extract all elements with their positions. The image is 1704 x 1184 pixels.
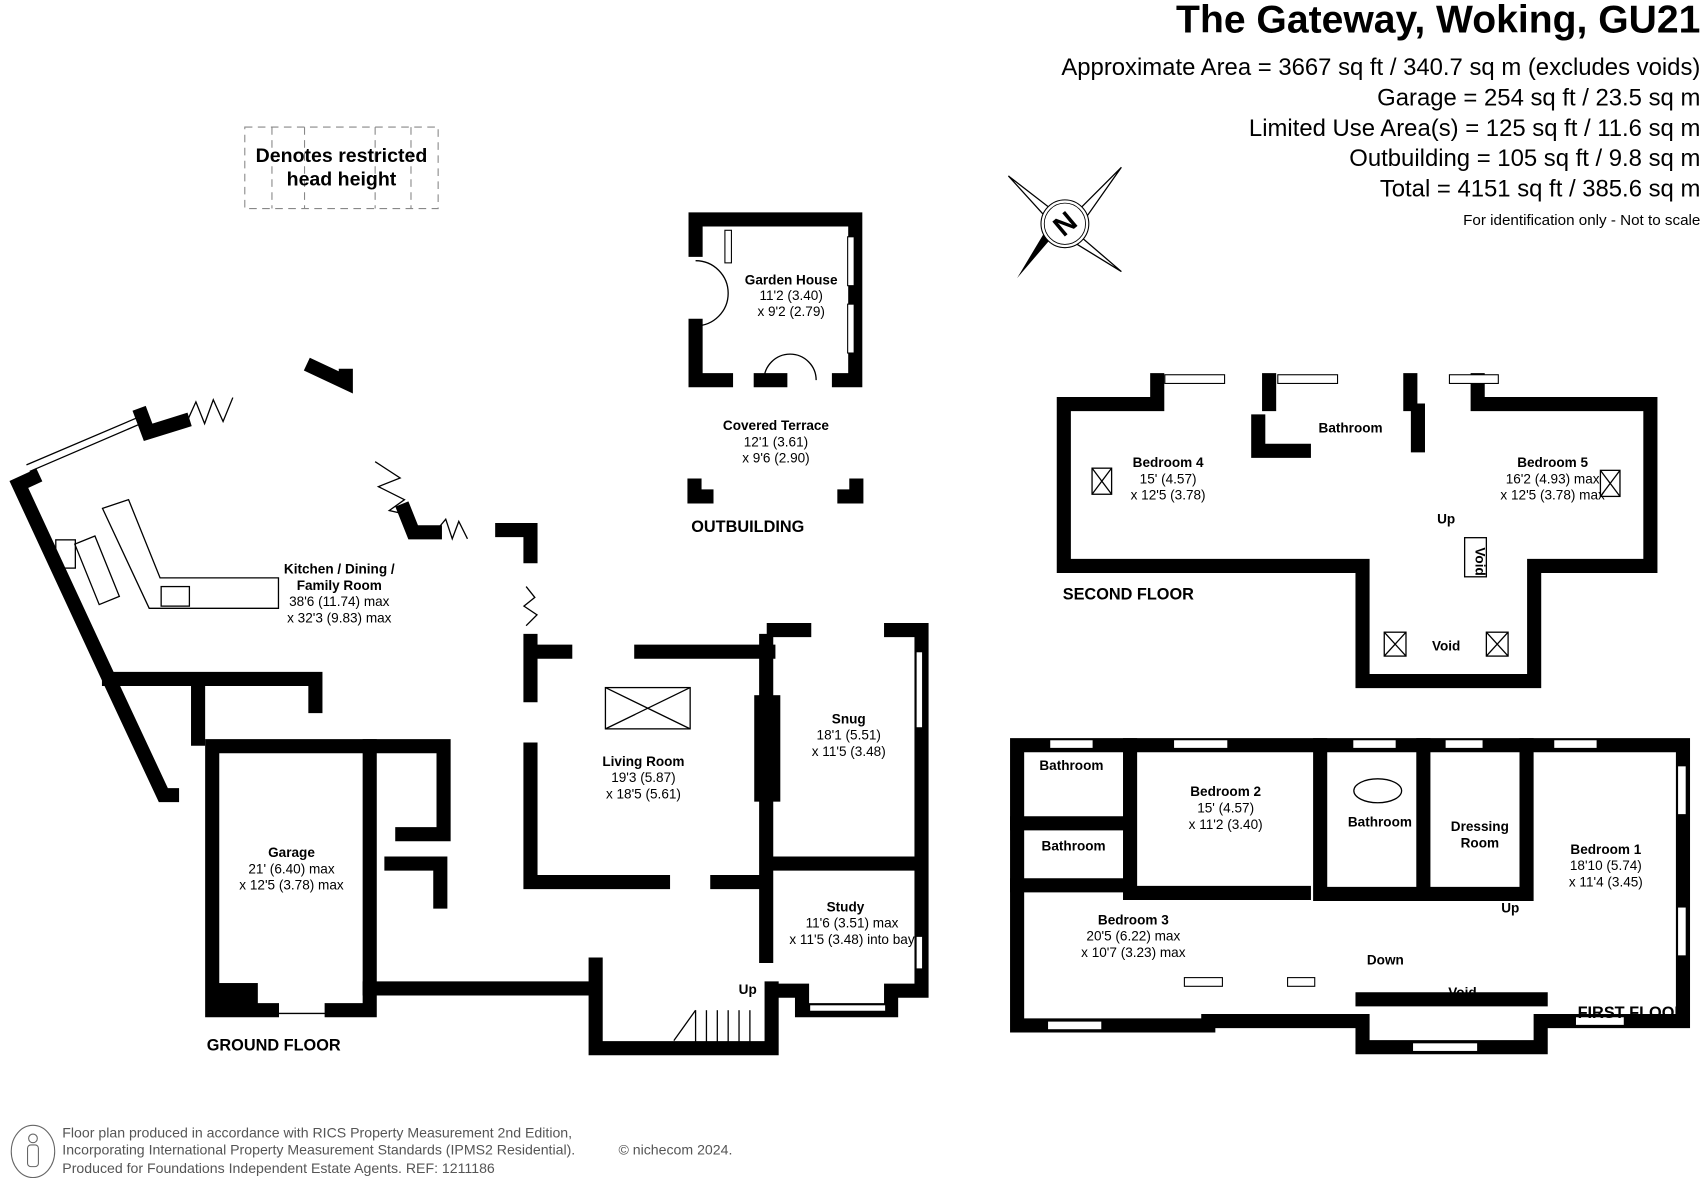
bedroom-2-dim2: x 11'2 (3.40) (1189, 817, 1263, 832)
second-floor-bathroom-name: Bathroom (1319, 420, 1383, 435)
footer-line1: Floor plan produced in accordance with R… (62, 1124, 572, 1140)
garden-house-name: Garden House (745, 273, 838, 288)
outbuilding-label: OUTBUILDING (691, 518, 804, 536)
dressing-room-name-line2: Room (1461, 835, 1499, 850)
covered-terrace-dim1: 12'1 (3.61) (744, 434, 808, 449)
bedroom-4-dim2: x 12'5 (3.78) (1131, 488, 1206, 503)
covered-terrace-name: Covered Terrace (723, 418, 829, 433)
second-floor: Bedroom 4 15' (4.57) x 12'5 (3.78) Bathr… (1056, 373, 1658, 689)
kitchen-name-line1: Kitchen / Dining / (284, 562, 395, 577)
first-floor: Bathroom Bathroom Bathroom Bedroom 2 15'… (1010, 738, 1691, 1055)
snug-dim2: x 11'5 (3.48) (812, 744, 886, 759)
stairs-up-label: Up (739, 982, 757, 997)
first-floor-label: FIRST FLOOR (1578, 1004, 1687, 1022)
bedroom-5-name: Bedroom 5 (1517, 455, 1588, 470)
first-floor-down-label: Down (1367, 953, 1404, 968)
second-floor-stair-void-label: Void (1473, 547, 1488, 575)
legend-text-line2: head height (287, 169, 397, 191)
legend-text-line1: Denotes restricted (256, 145, 428, 167)
first-floor-bathroom-c: Bathroom (1348, 815, 1412, 830)
covered-terrace-dim2: x 9'6 (2.90) (742, 451, 809, 466)
bedroom-3-dim1: 20'5 (6.22) max (1086, 929, 1180, 944)
study-dim1: 11'6 (3.51) max (806, 916, 899, 931)
garage-area: Garage = 254 sq ft / 23.5 sq m (1377, 84, 1700, 111)
study-name: Study (827, 899, 865, 914)
north-compass-icon: N (1007, 166, 1122, 279)
bedroom-4-dim1: 15' (4.57) (1140, 471, 1197, 486)
header: The Gateway, Woking, GU21 Approximate Ar… (1061, 0, 1700, 229)
bedroom-3-dim2: x 10'7 (3.23) max (1081, 945, 1186, 960)
total-area: Total = 4151 sq ft / 385.6 sq m (1380, 176, 1701, 203)
living-room-dim1: 19'3 (5.87) (611, 770, 675, 785)
bedroom-4-name: Bedroom 4 (1133, 455, 1204, 470)
garage-dim2: x 12'5 (3.78) max (239, 878, 344, 893)
snug-name: Snug (832, 711, 866, 726)
garden-house-dim1: 11'2 (3.40) (759, 288, 822, 303)
ground-floor-label: GROUND FLOOR (207, 1036, 341, 1054)
snug-dim1: 18'1 (5.51) (817, 728, 881, 743)
bedroom-5-dim2: x 12'5 (3.78) max (1500, 488, 1605, 503)
first-floor-void-label: Void (1448, 985, 1476, 1000)
garage-name: Garage (268, 845, 315, 860)
first-floor-up-label: Up (1501, 900, 1519, 915)
second-floor-label: SECOND FLOOR (1063, 586, 1194, 604)
second-floor-up-label: Up (1437, 512, 1455, 527)
approximate-area: Approximate Area = 3667 sq ft / 340.7 sq… (1061, 54, 1700, 81)
kitchen-name-line2: Family Room (297, 578, 382, 593)
bedroom-1-dim1: 18'10 (5.74) (1570, 858, 1642, 873)
bedroom-1-name: Bedroom 1 (1570, 842, 1641, 857)
ground-floor-stairs (673, 1009, 751, 1043)
first-floor-bathroom-b: Bathroom (1042, 839, 1106, 854)
second-floor-void-label: Void (1432, 639, 1460, 654)
living-room-name: Living Room (602, 754, 684, 769)
footer-line3: Produced for Foundations Independent Est… (62, 1160, 495, 1176)
limited-use-area: Limited Use Area(s) = 125 sq ft / 11.6 s… (1249, 115, 1700, 142)
bedroom-2-dim1: 15' (4.57) (1197, 801, 1254, 816)
restricted-head-height-legend: Denotes restricted head height (244, 126, 439, 210)
footer: Floor plan produced in accordance with R… (10, 1124, 732, 1179)
footer-copyright: © nichecom 2024. (618, 1142, 732, 1158)
bedroom-1-dim2: x 11'4 (3.45) (1569, 874, 1643, 889)
bedroom-5-dim1: 16'2 (4.93) max (1506, 471, 1600, 486)
identification-note: For identification only - Not to scale (1463, 212, 1700, 229)
ground-floor: Garage 21' (6.40) max x 12'5 (3.78) max … (9, 357, 929, 1056)
kitchen-dim1: 38'6 (11.74) max (289, 594, 390, 609)
kitchen-dim2: x 32'3 (9.83) max (287, 610, 392, 625)
bedroom-2-name: Bedroom 2 (1190, 784, 1261, 799)
outbuilding: Garden House 11'2 (3.40) x 9'2 (2.79) Co… (687, 212, 864, 536)
dressing-room-name-line1: Dressing (1451, 819, 1509, 834)
person-icon (10, 1124, 56, 1179)
outbuilding-area: Outbuilding = 105 sq ft / 9.8 sq m (1349, 145, 1700, 172)
garden-house-dim2: x 9'2 (2.79) (757, 304, 824, 319)
study-dim2: x 11'5 (3.48) into bay (789, 932, 914, 947)
garage-dim1: 21' (6.40) max (248, 861, 334, 876)
living-room-dim2: x 18'5 (5.61) (606, 786, 681, 801)
footer-line2: Incorporating International Property Mea… (62, 1142, 575, 1158)
bedroom-3-name: Bedroom 3 (1098, 912, 1169, 927)
property-title: The Gateway, Woking, GU21 (1176, 0, 1700, 42)
first-floor-bathroom-a: Bathroom (1039, 758, 1103, 773)
